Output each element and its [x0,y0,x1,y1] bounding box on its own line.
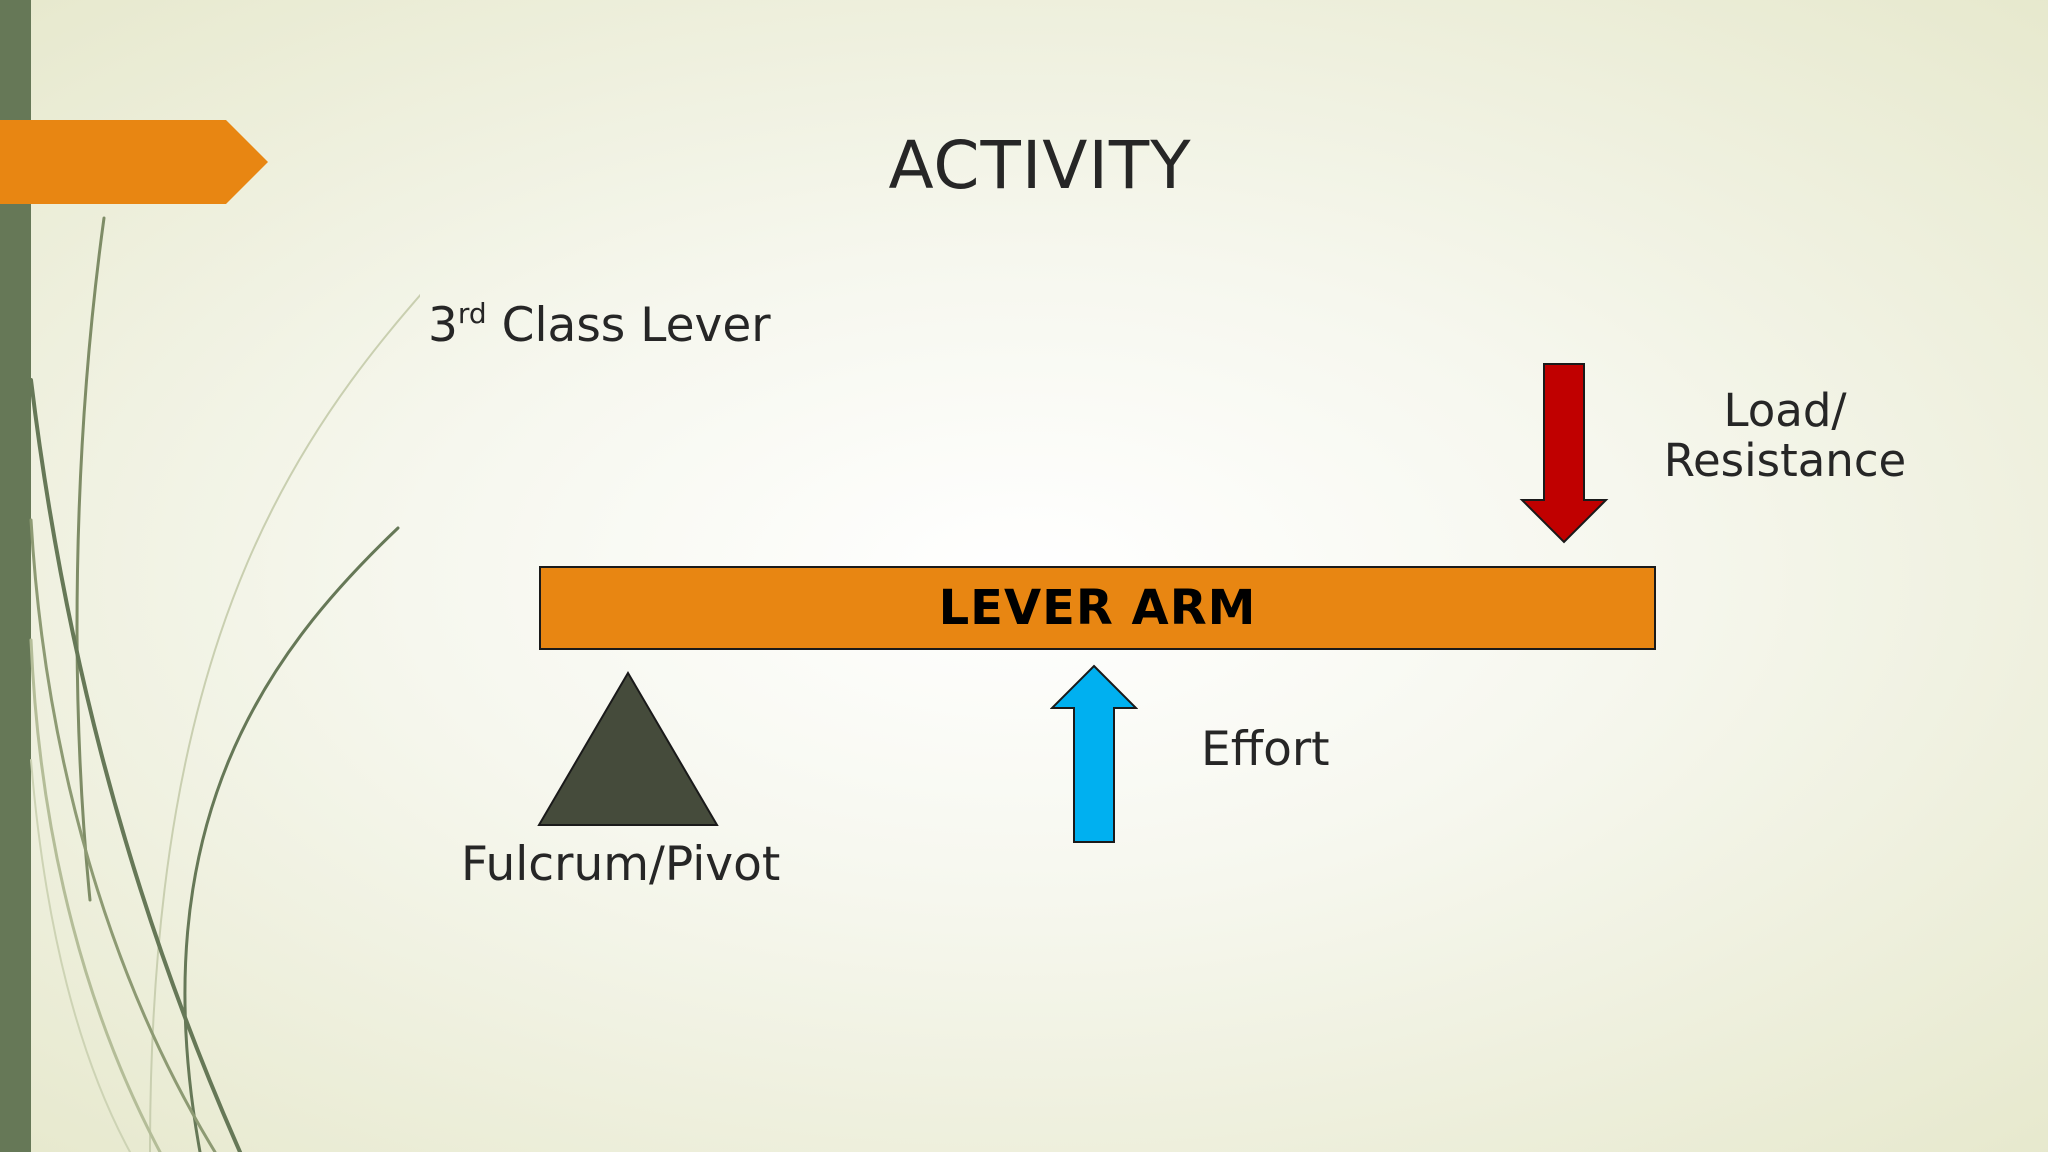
lever-arm-label: LEVER ARM [938,580,1257,636]
load-label-line2: Resistance [1663,434,1907,487]
lever-arm: LEVER ARM [539,566,1656,650]
subtitle-text: Class Lever [486,298,771,353]
slide-subtitle: 3rd Class Lever [428,300,771,350]
fulcrum-label: Fulcrum/Pivot [461,837,781,892]
subtitle-number: 3 [428,298,458,353]
subtitle-superscript: rd [457,297,487,330]
grass-decoration [29,216,420,1152]
effort-arrow-up-icon [1050,664,1138,843]
fulcrum-triangle-icon [537,671,719,826]
load-arrow-down-icon [1519,363,1609,544]
slide-title: ACTIVITY [888,127,1192,204]
orange-tab [0,120,268,204]
load-resistance-label: Load/ Resistance [1660,386,1910,486]
effort-label: Effort [1201,722,1330,777]
load-label-line1: Load/ [1723,384,1847,437]
